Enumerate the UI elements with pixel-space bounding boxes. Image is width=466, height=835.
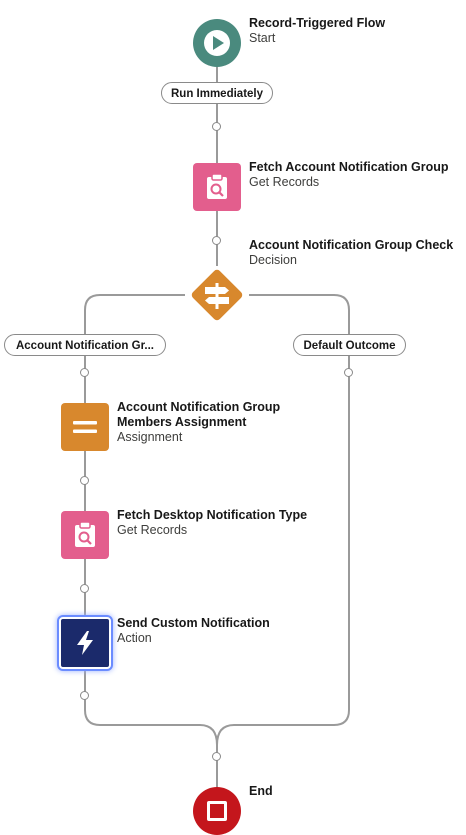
decision-node[interactable] [185,263,249,327]
start-title: Record-Triggered Flow [249,16,386,30]
fetch-notification-type-label: Fetch Desktop Notification Type Get Reco… [117,508,307,538]
assignment-subtitle: Assignment [117,430,183,444]
end-label: End [249,784,273,799]
equals-icon [73,421,97,433]
fetch-notification-type-node[interactable] [61,511,109,559]
fetch-notification-type-title: Fetch Desktop Notification Type [117,508,308,522]
connector-dot[interactable] [80,368,89,377]
signpost-icon [191,269,243,321]
decision-label: Account Notification Group Check Decisio… [249,238,453,268]
fetch-account-group-title: Fetch Account Notification Group [249,160,449,174]
assignment-title-line2: Members Assignment [117,415,247,429]
start-label: Record-Triggered Flow Start [249,16,385,46]
pill-default-outcome[interactable]: Default Outcome [293,334,406,356]
decision-title: Account Notification Group Check [249,238,454,252]
clipboard-search-icon [75,521,95,547]
end-node[interactable] [193,787,241,835]
send-notification-subtitle: Action [117,631,152,645]
connector-dot[interactable] [344,368,353,377]
start-subtitle: Start [249,31,276,45]
fetch-notification-type-subtitle: Get Records [117,523,188,537]
assignment-node[interactable] [61,403,109,451]
stop-icon [193,787,241,835]
start-node[interactable] [193,19,241,67]
fetch-account-group-label: Fetch Account Notification Group Get Rec… [249,160,449,190]
play-icon [193,19,241,67]
pill-run-immediately[interactable]: Run Immediately [161,82,273,104]
connector-dot[interactable] [80,584,89,593]
end-title: End [249,784,273,798]
connector-dot[interactable] [212,752,221,761]
send-notification-title: Send Custom Notification [117,616,270,630]
clipboard-search-icon [207,173,227,199]
connector-dot[interactable] [212,122,221,131]
assignment-title-line1: Account Notification Group [117,400,281,414]
fetch-account-group-node[interactable] [193,163,241,211]
connector-dot[interactable] [80,691,89,700]
fetch-account-group-subtitle: Get Records [249,175,320,189]
connector-dot[interactable] [80,476,89,485]
lightning-bolt-icon [77,631,93,655]
send-notification-node[interactable] [59,617,111,669]
decision-subtitle: Decision [249,253,297,267]
send-notification-label: Send Custom Notification Action [117,616,270,646]
connector-dot[interactable] [212,236,221,245]
assignment-label: Account Notification Group Members Assig… [117,400,280,445]
pill-outcome-left[interactable]: Account Notification Gr... [4,334,166,356]
